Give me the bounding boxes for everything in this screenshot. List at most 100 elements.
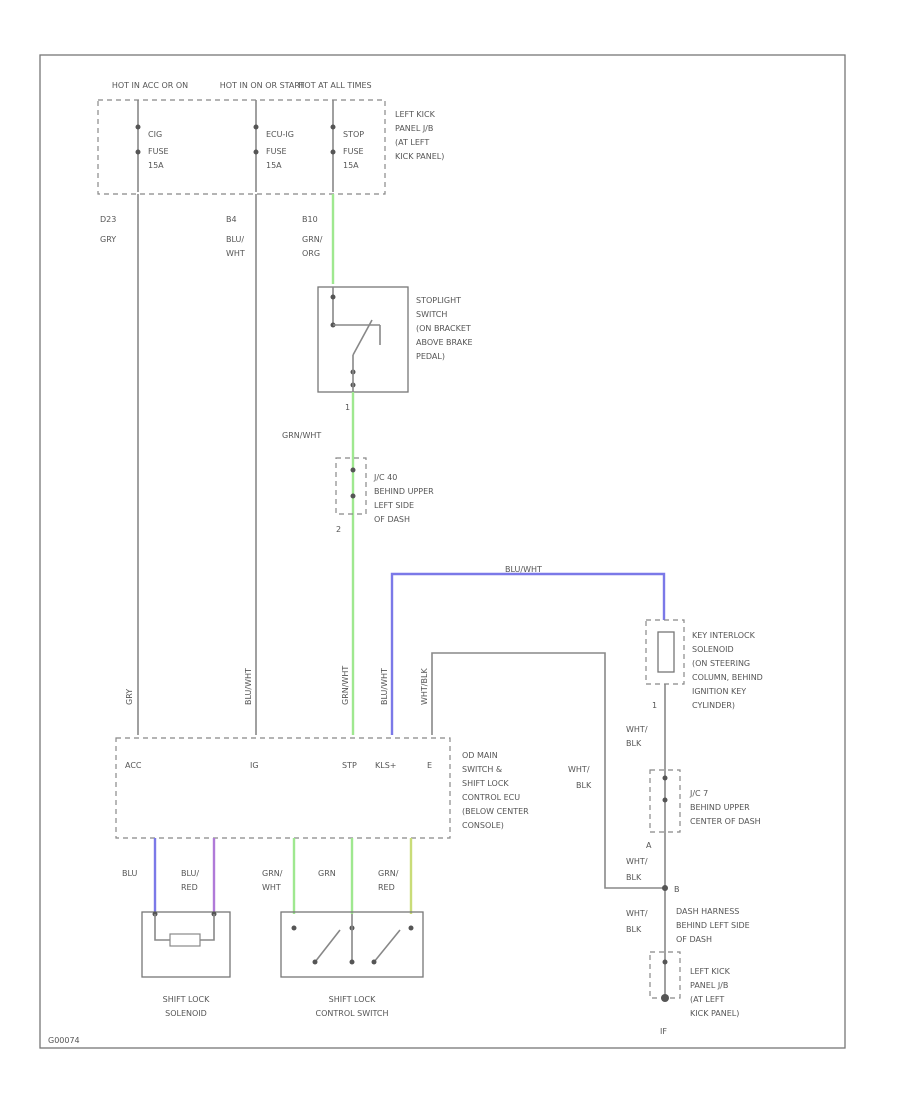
pin-1-stoplight: 1 <box>345 403 350 412</box>
svg-text:STOP: STOP <box>343 130 364 139</box>
svg-text:RED: RED <box>378 883 395 892</box>
svg-text:GRN: GRN <box>318 869 336 878</box>
svg-text:FUSE: FUSE <box>148 147 169 156</box>
svg-text:WHT/BLK: WHT/BLK <box>420 668 429 705</box>
svg-text:BLU/: BLU/ <box>226 235 244 244</box>
od-main-switch-ecu: ACC IG STP KLS+ E OD MAIN SWITCH & SHIFT… <box>115 737 529 839</box>
svg-text:GRY: GRY <box>125 689 134 705</box>
svg-text:WHT/: WHT/ <box>568 765 590 774</box>
svg-text:ABOVE BRAKE: ABOVE BRAKE <box>416 338 473 347</box>
svg-text:(ON STEERING: (ON STEERING <box>692 659 750 668</box>
wire-label-b4: B4 <box>226 215 237 224</box>
svg-text:LEFT SIDE: LEFT SIDE <box>374 501 414 510</box>
wire-label-blu-wht-top: BLU/WHT <box>505 565 542 574</box>
wire-label-grn-wht: GRN/WHT <box>282 431 321 440</box>
svg-text:GRY: GRY <box>100 235 116 244</box>
svg-text:15A: 15A <box>343 161 359 170</box>
svg-text:B: B <box>674 885 680 894</box>
svg-text:STP: STP <box>342 761 357 770</box>
svg-text:OF DASH: OF DASH <box>374 515 410 524</box>
svg-text:BEHIND LEFT SIDE: BEHIND LEFT SIDE <box>676 921 750 930</box>
svg-text:KLS+: KLS+ <box>375 761 396 770</box>
svg-text:ECU-IG: ECU-IG <box>266 130 294 139</box>
svg-text:(AT LEFT: (AT LEFT <box>690 995 724 1004</box>
svg-text:FUSE: FUSE <box>266 147 287 156</box>
svg-text:SWITCH: SWITCH <box>416 310 447 319</box>
svg-text:WHT/: WHT/ <box>626 857 648 866</box>
wire-blu-wht-kls <box>390 572 666 735</box>
dash-harness-label: DASH HARNESS <box>676 907 739 916</box>
svg-text:(ON BRACKET: (ON BRACKET <box>416 324 471 333</box>
svg-text:WHT: WHT <box>262 883 281 892</box>
hot-label-2: HOT IN ON OR START <box>220 81 305 90</box>
svg-text:ORG: ORG <box>302 249 320 258</box>
svg-text:CYLINDER): CYLINDER) <box>692 701 735 710</box>
svg-text:IG: IG <box>250 761 259 770</box>
svg-text:WHT/: WHT/ <box>626 725 648 734</box>
svg-text:GRN/: GRN/ <box>378 869 399 878</box>
figure-id: G00074 <box>48 1036 80 1045</box>
svg-text:SHIFT LOCK: SHIFT LOCK <box>462 779 509 788</box>
svg-text:CONTROL SWITCH: CONTROL SWITCH <box>316 1009 389 1018</box>
fuse-block-location: LEFT KICK <box>395 110 436 119</box>
svg-text:KEY INTERLOCK: KEY INTERLOCK <box>692 631 756 640</box>
svg-text:FUSE: FUSE <box>343 147 364 156</box>
stoplight-switch: STOPLIGHT SWITCH (ON BRACKET ABOVE BRAKE… <box>317 286 473 393</box>
svg-text:IGNITION KEY: IGNITION KEY <box>692 687 746 696</box>
svg-text:KICK PANEL): KICK PANEL) <box>395 152 444 161</box>
svg-text:RED: RED <box>181 883 198 892</box>
fuse-1: CIG FUSE 15A <box>135 100 169 192</box>
svg-text:WHT/: WHT/ <box>626 909 648 918</box>
svg-text:SOLENOID: SOLENOID <box>692 645 734 654</box>
wire-wht-blk-e <box>431 652 665 889</box>
svg-text:BLK: BLK <box>626 739 642 748</box>
svg-text:A: A <box>646 841 652 850</box>
svg-text:CENTER OF DASH: CENTER OF DASH <box>690 817 761 826</box>
svg-text:KICK PANEL): KICK PANEL) <box>690 1009 739 1018</box>
hot-label-3: HOT AT ALL TIMES <box>298 81 371 90</box>
svg-text:15A: 15A <box>148 161 164 170</box>
svg-text:(AT LEFT: (AT LEFT <box>395 138 429 147</box>
shift-lock-control-switch: SHIFT LOCK CONTROL SWITCH <box>280 911 424 1018</box>
svg-text:J/C 7: J/C 7 <box>689 789 708 798</box>
svg-text:GRN/: GRN/ <box>262 869 283 878</box>
junction-jc40: J/C 40 BEHIND UPPER LEFT SIDE OF DASH <box>335 457 434 524</box>
svg-text:J/C 40: J/C 40 <box>373 473 397 482</box>
svg-text:COLUMN, BEHIND: COLUMN, BEHIND <box>692 673 763 682</box>
fuse-2: ECU-IG FUSE 15A <box>253 100 294 192</box>
svg-text:ACC: ACC <box>125 761 142 770</box>
svg-text:OF DASH: OF DASH <box>676 935 712 944</box>
svg-text:LEFT KICK: LEFT KICK <box>690 967 731 976</box>
svg-text:BLU/WHT: BLU/WHT <box>244 668 253 705</box>
svg-text:SHIFT LOCK: SHIFT LOCK <box>163 995 210 1004</box>
svg-text:CONTROL ECU: CONTROL ECU <box>462 793 520 802</box>
svg-text:BEHIND UPPER: BEHIND UPPER <box>690 803 750 812</box>
svg-text:BLK: BLK <box>626 925 642 934</box>
svg-text:SWITCH &: SWITCH & <box>462 765 502 774</box>
junction-jc7: J/C 7 BEHIND UPPER CENTER OF DASH <box>649 769 761 833</box>
svg-text:15A: 15A <box>266 161 282 170</box>
hot-label-1: HOT IN ACC OR ON <box>112 81 188 90</box>
svg-text:BLU/WHT: BLU/WHT <box>380 668 389 705</box>
svg-text:BLU: BLU <box>122 869 138 878</box>
key-interlock-solenoid: KEY INTERLOCK SOLENOID (ON STEERING COLU… <box>645 619 763 710</box>
svg-text:E: E <box>427 761 432 770</box>
svg-text:OD MAIN: OD MAIN <box>462 751 498 760</box>
svg-text:BLK: BLK <box>626 873 642 882</box>
diagram-frame <box>39 54 846 1049</box>
svg-text:STOPLIGHT: STOPLIGHT <box>416 296 461 305</box>
svg-text:SHIFT LOCK: SHIFT LOCK <box>329 995 376 1004</box>
svg-text:IF: IF <box>660 1027 667 1036</box>
svg-text:PANEL J/B: PANEL J/B <box>395 124 433 133</box>
svg-text:BLU/: BLU/ <box>181 869 199 878</box>
svg-text:GRN/WHT: GRN/WHT <box>341 666 350 705</box>
svg-text:WHT: WHT <box>226 249 245 258</box>
svg-text:BEHIND UPPER: BEHIND UPPER <box>374 487 434 496</box>
pin-2-jc40: 2 <box>336 525 341 534</box>
wire-label-b10: B10 <box>302 215 318 224</box>
splice-point <box>662 885 668 891</box>
shift-lock-solenoid: SHIFT LOCK SOLENOID <box>141 911 231 1018</box>
svg-text:SOLENOID: SOLENOID <box>165 1009 207 1018</box>
svg-text:BLK: BLK <box>576 781 592 790</box>
